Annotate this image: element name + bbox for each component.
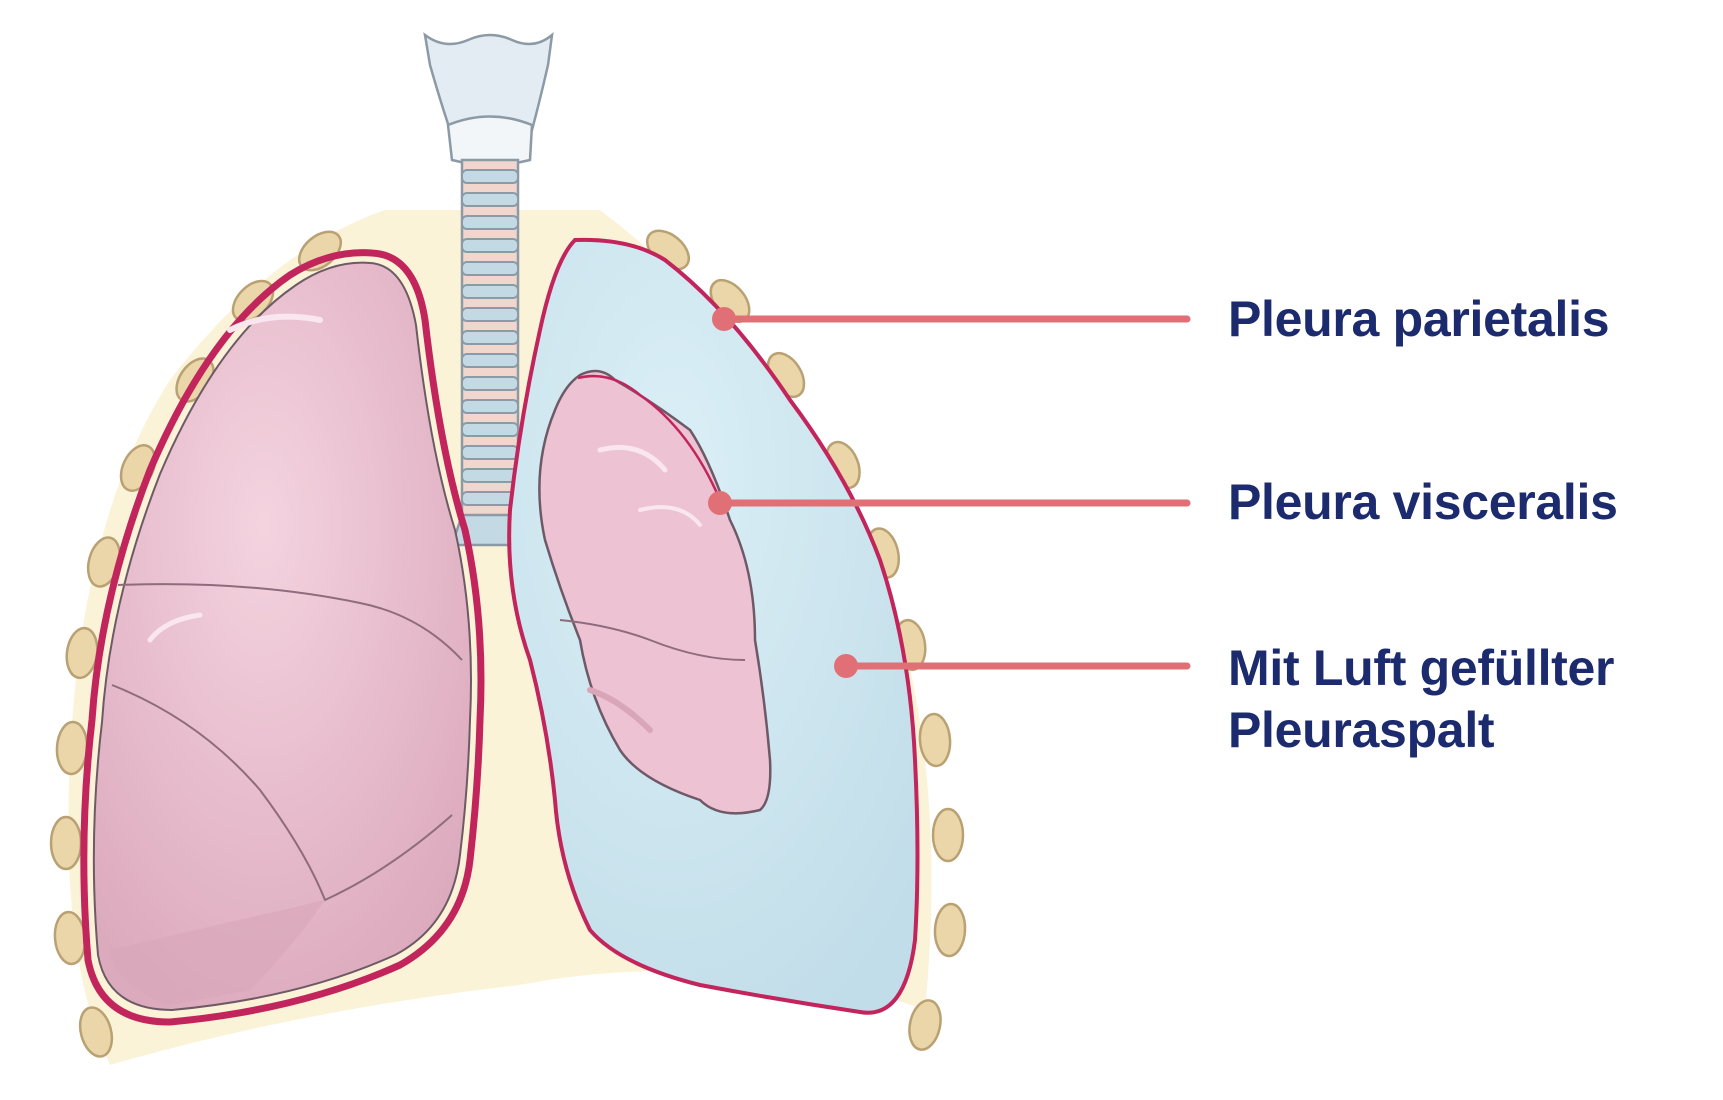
trachea-ring (461, 422, 519, 437)
trachea-ring (461, 238, 519, 253)
trachea-ring (461, 192, 519, 207)
rib-icon (49, 230, 343, 1058)
lung-icon (507, 237, 920, 1015)
trachea-ring (461, 399, 519, 414)
trachea-ring (461, 261, 519, 276)
trachea-ring (461, 468, 519, 483)
trachea-ring (461, 353, 519, 368)
leader-dot-pleura-visceralis (708, 491, 732, 515)
label-pleura-visceralis: Pleura visceralis (1228, 474, 1618, 530)
leader-dot-pleural-gap (834, 654, 858, 678)
trachea-ring (461, 284, 519, 299)
leader-lines (708, 307, 1191, 678)
larynx-icon (423, 31, 554, 167)
label-pleura-parietalis: Pleura parietalis (1228, 291, 1610, 347)
trachea-ring (461, 307, 519, 322)
label-air-filled-pleural-gap-line2: Pleuraspalt (1228, 702, 1495, 758)
trachea-ring (461, 445, 519, 460)
label-air-filled-pleural-gap: Mit Luft gefüllter Pleuraspalt (1228, 637, 1615, 761)
trachea-ring (461, 169, 519, 184)
trachea-ring (461, 215, 519, 230)
lung-icon (80, 249, 485, 1026)
trachea-ring (461, 376, 519, 391)
trachea-ring (461, 330, 519, 345)
label-air-filled-pleural-gap-line1: Mit Luft gefüllter (1228, 640, 1615, 696)
leader-dot-pleura-parietalis (712, 307, 736, 331)
